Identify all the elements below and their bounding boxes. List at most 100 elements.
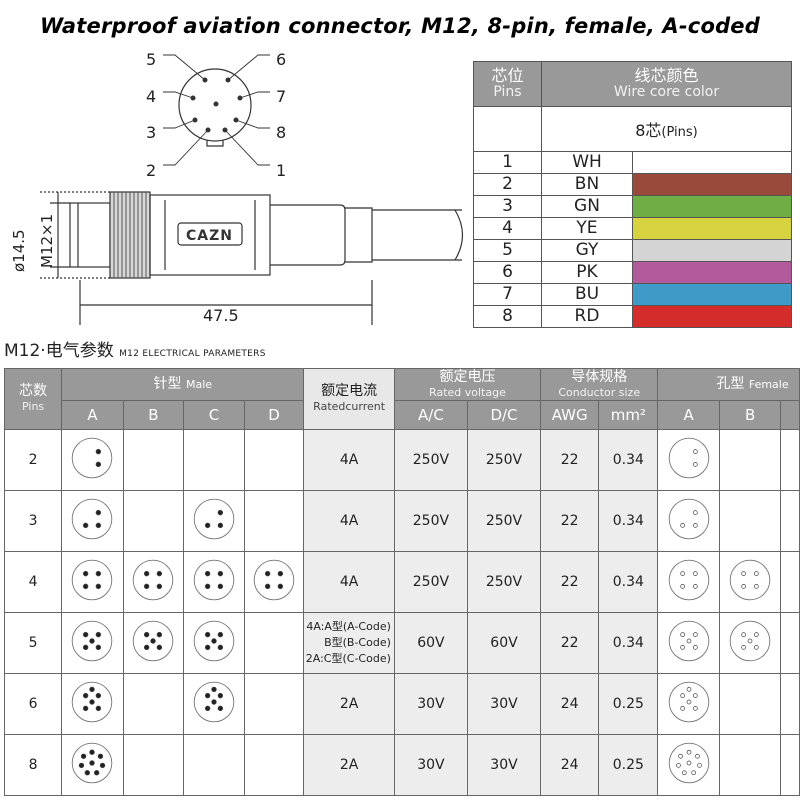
female-icon-cell bbox=[657, 490, 720, 552]
color-swatch bbox=[633, 284, 791, 305]
color-swatch bbox=[633, 240, 791, 261]
row-ac: 250V bbox=[393, 551, 468, 613]
male-icon-cell bbox=[183, 490, 245, 552]
pin-label-4: 4 bbox=[146, 87, 156, 106]
female-pin-icon bbox=[729, 620, 771, 662]
row-mm2: 0.34 bbox=[598, 490, 659, 552]
row-pins: 4 bbox=[3, 551, 63, 613]
pin-label-7: 7 bbox=[276, 87, 286, 106]
row-current: 4A bbox=[303, 490, 395, 552]
male-icon-cell bbox=[243, 490, 305, 552]
row-pins: 5 bbox=[3, 612, 63, 674]
male-icon-cell bbox=[61, 490, 124, 552]
dim-diameter: ø14.5 bbox=[10, 229, 28, 272]
row-mm2: 0.34 bbox=[598, 612, 659, 674]
row-pins: 6 bbox=[3, 673, 63, 735]
row-spacer bbox=[780, 734, 800, 796]
row-awg: 22 bbox=[540, 490, 600, 552]
color-swatch bbox=[633, 174, 791, 195]
color-swatch bbox=[633, 218, 791, 239]
current-line: B型(B-Code) bbox=[324, 636, 391, 649]
row-dc: 250V bbox=[466, 490, 542, 552]
row-pins: 8 bbox=[3, 734, 63, 796]
pin-label-6: 6 bbox=[276, 50, 286, 69]
row-current: 4A:A型(A-Code)B型(B-Code)2A:C型(C-Code) bbox=[303, 612, 395, 674]
male-icon-cell bbox=[61, 551, 124, 613]
male-code-a: A bbox=[61, 400, 124, 430]
row-spacer bbox=[780, 490, 800, 552]
row-mm2: 0.34 bbox=[598, 429, 659, 491]
header-awg: AWG bbox=[540, 400, 600, 430]
row-ac: 60V bbox=[393, 612, 468, 674]
row-ac: 250V bbox=[393, 429, 468, 491]
pin-label-2: 2 bbox=[146, 161, 156, 180]
male-icon-cell bbox=[243, 734, 305, 796]
row-awg: 22 bbox=[540, 429, 600, 491]
male-pin-icon bbox=[72, 498, 113, 540]
male-pin-icon bbox=[72, 681, 113, 723]
male-pin-icon bbox=[72, 559, 113, 601]
male-pin-icon bbox=[72, 620, 113, 662]
dim-thread: M12×1 bbox=[38, 214, 56, 268]
row-dc: 30V bbox=[466, 734, 542, 796]
male-icon-cell bbox=[243, 673, 305, 735]
wire-table-sub-label: 8芯(Pins) bbox=[541, 106, 792, 152]
male-code-b: B bbox=[122, 400, 185, 430]
row-dc: 30V bbox=[466, 673, 542, 735]
header-dc: D/C bbox=[466, 400, 542, 430]
row-ac: 30V bbox=[393, 673, 468, 735]
female-icon-cell bbox=[718, 673, 782, 735]
male-icon-cell bbox=[183, 429, 245, 491]
row-current: 2A bbox=[303, 673, 395, 735]
male-pin-icon bbox=[193, 681, 235, 723]
female-icon-cell bbox=[718, 734, 782, 796]
page-title: Waterproof aviation connector, M12, 8-pi… bbox=[39, 14, 760, 38]
male-icon-cell bbox=[183, 734, 245, 796]
current-line: 4A:A型(A-Code) bbox=[306, 620, 391, 633]
male-icon-cell bbox=[122, 551, 185, 613]
header-male: 针型 Male bbox=[61, 368, 305, 401]
color-swatch bbox=[633, 306, 791, 327]
header-mm2: mm² bbox=[598, 400, 659, 430]
connector-drawing: 5 6 4 7 3 8 2 1 CAZN ø14.5 M12×1 bbox=[10, 50, 464, 325]
male-icon-cell bbox=[122, 429, 185, 491]
female-icon-cell bbox=[718, 490, 782, 552]
female-icon-cell bbox=[718, 612, 782, 674]
male-pin-icon bbox=[253, 559, 295, 601]
male-icon-cell bbox=[243, 551, 305, 613]
female-pin-icon bbox=[668, 498, 709, 540]
row-pins: 3 bbox=[3, 490, 63, 552]
pin-label-3: 3 bbox=[146, 123, 156, 142]
male-icon-cell bbox=[61, 429, 124, 491]
row-awg: 22 bbox=[540, 612, 600, 674]
female-icon-cell bbox=[718, 429, 782, 491]
male-pin-icon bbox=[193, 559, 235, 601]
row-spacer bbox=[780, 429, 800, 491]
row-mm2: 0.25 bbox=[598, 673, 659, 735]
male-code-d: D bbox=[243, 400, 305, 430]
male-icon-cell bbox=[122, 490, 185, 552]
row-awg: 22 bbox=[540, 551, 600, 613]
color-swatch bbox=[633, 262, 791, 283]
female-icon-cell bbox=[657, 612, 720, 674]
row-ac: 30V bbox=[393, 734, 468, 796]
row-dc: 250V bbox=[466, 551, 542, 613]
color-swatch bbox=[633, 152, 791, 173]
